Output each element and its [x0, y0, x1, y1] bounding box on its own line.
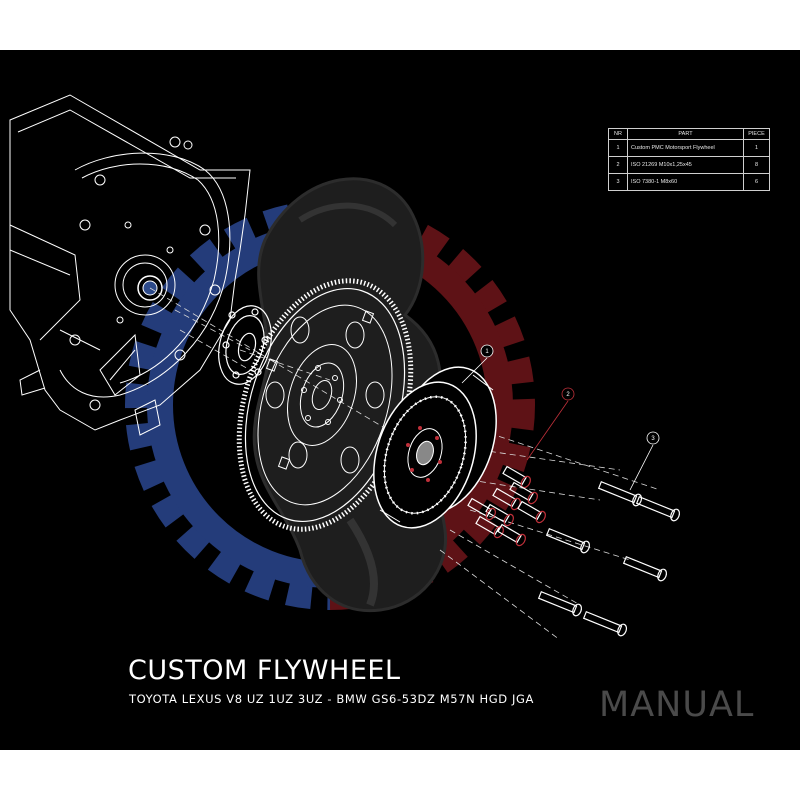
iso-21269-bolts — [467, 465, 546, 547]
row-piece: 6 — [743, 173, 770, 191]
page-title: CUSTOM FLYWHEEL — [128, 655, 401, 686]
callout-3: 3 — [629, 431, 660, 491]
diagram-canvas: 1 2 3 NR PART PIECE 1 Custom PMC Motorsp… — [0, 50, 800, 750]
gearbox-bellhousing — [9, 94, 251, 436]
row-piece: 1 — [743, 139, 770, 157]
parts-table: NR PART PIECE 1 Custom PMC Motorsport Fl… — [608, 128, 770, 191]
callout-1-label: 1 — [485, 349, 489, 355]
row-part: ISO 21269 M10x1,25x45 — [627, 156, 744, 174]
adapter-plate — [218, 305, 272, 385]
parts-table-header: NR PART PIECE — [608, 128, 770, 140]
page-subtitle: TOYOTA LEXUS V8 UZ 1UZ 3UZ - BMW GS6-53D… — [129, 692, 534, 706]
row-nr: 1 — [608, 139, 628, 157]
header-nr: NR — [608, 128, 628, 140]
table-row: 2 ISO 21269 M10x1,25x45 8 — [608, 156, 770, 174]
row-nr: 2 — [608, 156, 628, 174]
callout-2: 2 — [526, 387, 575, 461]
red-gear-half — [330, 200, 535, 610]
custom-flywheel — [373, 366, 497, 529]
callout-1: 1 — [461, 344, 494, 384]
row-part: ISO 7380-1 M8x60 — [627, 173, 744, 191]
row-part: Custom PMC Motorsport Flywheel — [627, 139, 744, 157]
table-row: 1 Custom PMC Motorsport Flywheel 1 — [608, 139, 770, 157]
header-part: PART — [627, 128, 744, 140]
table-row: 3 ISO 7380-1 M8x60 6 — [608, 173, 770, 191]
manual-watermark: MANUAL — [599, 685, 755, 725]
row-piece: 8 — [743, 156, 770, 174]
callout-3-label: 3 — [651, 436, 655, 442]
row-nr: 3 — [608, 173, 628, 191]
callout-2-label: 2 — [566, 392, 570, 398]
iso-7380-bolts — [537, 480, 681, 637]
exploded-view-drawing: 1 2 3 — [9, 94, 681, 641]
header-piece: PIECE — [743, 128, 770, 140]
